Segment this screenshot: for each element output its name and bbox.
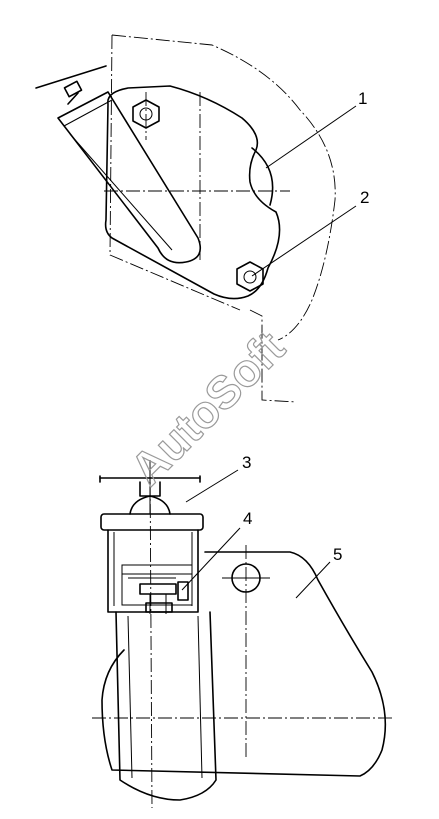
leader-5 — [295, 561, 331, 599]
bracket-plate-5 — [101, 551, 387, 777]
callout-1: 1 — [358, 89, 367, 108]
callout-2: 2 — [360, 188, 369, 207]
hex-bolt-lower — [236, 261, 264, 292]
housing-lower-step — [249, 309, 297, 403]
filter-body-top — [57, 91, 202, 264]
housing-outline-top — [111, 34, 336, 341]
bracket-cutout — [251, 147, 274, 206]
centerline-v-filter — [149, 459, 153, 809]
housing-outline-top-left — [109, 34, 241, 311]
watermark: AutoSoft — [120, 321, 294, 495]
leader-2 — [251, 205, 357, 277]
leader-1 — [265, 105, 357, 169]
callout-5: 5 — [333, 545, 342, 564]
valve-assembly — [121, 564, 193, 614]
callout-3: 3 — [242, 453, 251, 472]
top-view: 1 2 — [35, 34, 369, 403]
t-handle-top — [35, 65, 107, 105]
leader-3 — [185, 469, 239, 503]
callout-4: 4 — [243, 509, 252, 528]
bracket-plate — [104, 85, 281, 300]
bottom-view: 3 4 5 — [92, 453, 392, 809]
leader-4 — [181, 527, 241, 591]
